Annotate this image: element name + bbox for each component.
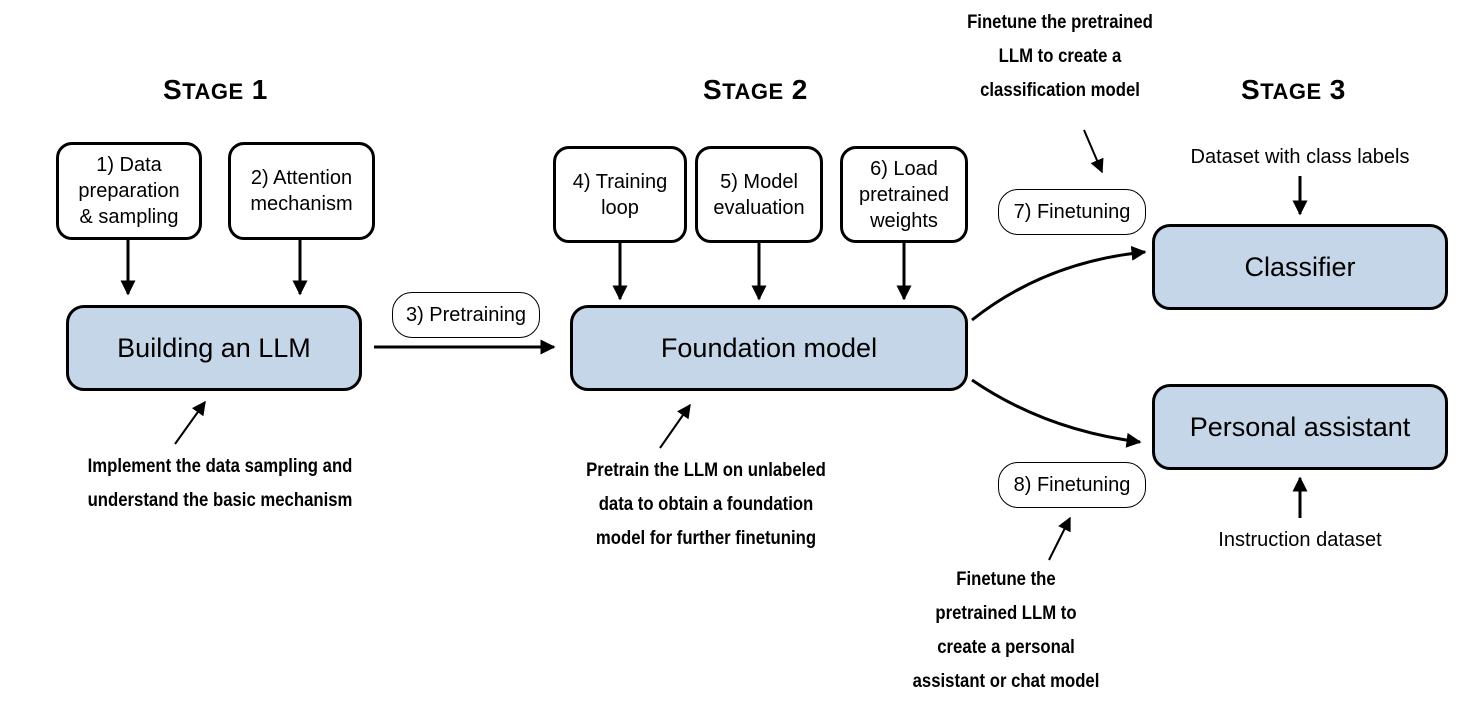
stage-1-note: Implement the data sampling and understa…: [87, 456, 353, 511]
step-training-loop: 4) Training loop: [553, 146, 687, 243]
class-labels-dataset-label: Dataset with class labels: [1190, 146, 1410, 168]
step-data-preparation: 1) Data preparation & sampling: [56, 142, 202, 240]
assistant-finetune-note: Finetune the pretrained LLM to create a …: [912, 569, 1100, 692]
stage-2-heading: STAGE 2: [703, 74, 808, 105]
pointer-stage2-note: [659, 403, 691, 449]
arrow-foundation-to-classifier: [971, 245, 1147, 322]
instruction-dataset-label: Instruction dataset: [1218, 529, 1382, 551]
personal-assistant-box: Personal assistant: [1152, 384, 1448, 470]
stage-2-note: Pretrain the LLM on unlabeled data to ob…: [586, 460, 826, 549]
building-llm-box: Building an LLM: [66, 305, 362, 391]
foundation-model-box: Foundation model: [570, 305, 968, 391]
classifier-box: Classifier: [1152, 224, 1448, 310]
step-attention-mechanism: 2) Attention mechanism: [228, 142, 375, 240]
classification-finetune-note: Finetune the pretrained LLM to create a …: [967, 12, 1153, 101]
step-load-pretrained-weights: 6) Load pretrained weights: [840, 146, 968, 243]
pointer-assistant-note: [1048, 516, 1071, 561]
stage-3-heading: STAGE 3: [1241, 74, 1346, 105]
finetuning-8-label: 8) Finetuning: [998, 462, 1146, 508]
pointer-classification-note: [1083, 129, 1104, 174]
step-model-evaluation: 5) Model evaluation: [695, 146, 823, 243]
pretraining-label: 3) Pretraining: [392, 292, 540, 338]
stage-1-heading: STAGE 1: [163, 74, 268, 105]
pointer-stage1-note: [174, 400, 206, 445]
finetuning-7-label: 7) Finetuning: [998, 189, 1146, 235]
arrow-foundation-to-assistant: [971, 378, 1142, 448]
